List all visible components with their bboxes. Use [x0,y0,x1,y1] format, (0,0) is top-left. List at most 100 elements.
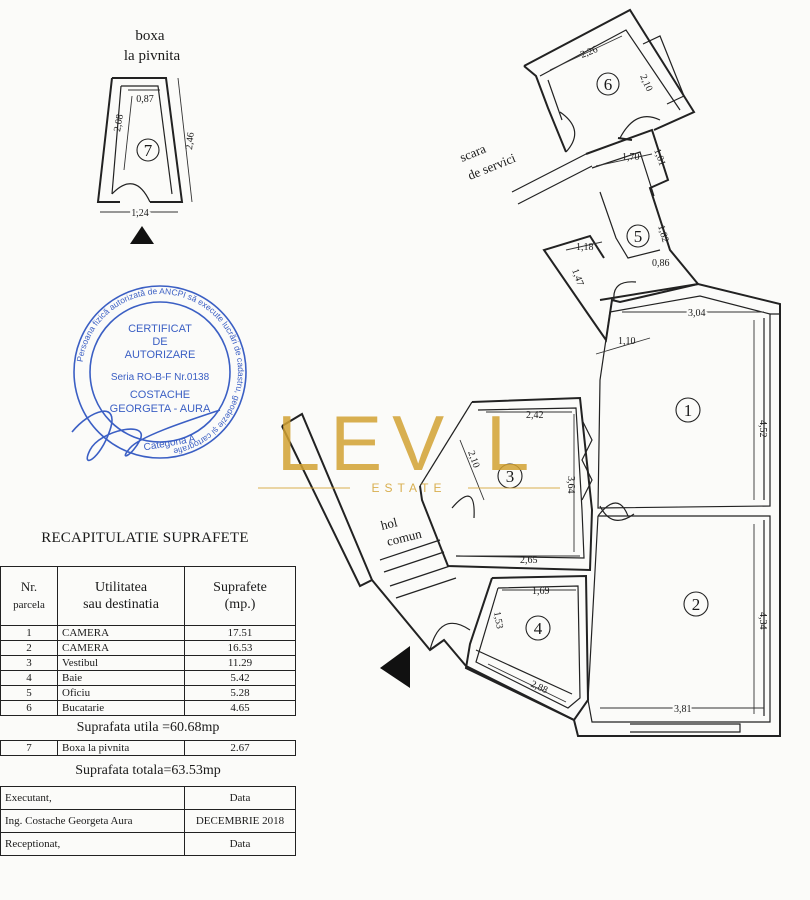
dimension-lines: 2,26 2,10 1,70 1,01 1,18 1,47 1,82 0,86 … [459,35,768,717]
room5-number: 5 [634,227,643,246]
room2-door-arc [597,502,629,517]
row-name: CAMERA [57,640,185,656]
vestibule-door-arc [451,495,475,519]
executant-date: DECEMBRIE 2018 [184,809,296,833]
dim-r1-width: 3,04 [688,308,706,319]
vestibule-inner-wall [455,407,585,559]
room1-circle [675,397,701,423]
room1-door-arc [599,505,635,521]
storage-room-circle [136,138,160,162]
header-nr: Nr.parcela [0,566,58,626]
stamp-outer-ring [73,285,247,459]
room5-circle [626,224,650,248]
authorization-stamp: Persoana fizică autorizată de ANCPI să e… [71,285,247,462]
room4-number: 4 [534,619,543,638]
room1-inner-wall [597,295,771,509]
watermark-logo: LEV L ESTATE [258,399,560,495]
service-stair-walls [511,153,593,205]
room6-number: 6 [604,75,613,94]
dim-r5-left-w: 1,18 [576,242,594,253]
office-inner-wall [591,151,661,259]
dim-r5-top-side: 1,01 [651,147,667,167]
dim-r4-top: 1,69 [532,586,550,597]
row-name: Boxa la pivnita [57,740,185,756]
receptionat-row: Receptionat,Data [0,832,296,856]
storage-entry-arrow-icon [130,226,154,244]
apartment-entry-arrow-icon [380,646,410,688]
row-area: 2.67 [184,740,296,756]
common-stair-steps [379,539,457,599]
storage-dim-height: 2,46 [184,132,197,151]
row-name: Bucatarie [57,700,185,716]
dim-r5-left-h: 1,47 [569,267,585,287]
dim-r4-side: 1,53 [491,611,505,630]
common-hall-label-line1: hol [379,514,399,533]
header-use-line1: Utilitatea [94,580,148,595]
dim-line-r5-left [565,241,603,251]
dim-r2-height: 4,34 [757,612,768,630]
dim-line-r3-diag [459,439,485,501]
vestibule-diagonal-wall [419,401,473,487]
common-hall-lower-wall [371,579,467,667]
executant-row: Executant,Data [0,786,296,810]
dim-r2-width: 3,81 [674,704,692,715]
stamp-name2: GEORGETA - AURA [110,403,211,415]
row-nr: 7 [0,740,58,756]
usable-total-row: Suprafata utila =60.68mp [0,715,296,741]
watermark-sub: ESTATE [372,481,447,495]
row-area: 17.51 [184,625,296,641]
dim-r3-bottom: 2,65 [520,555,538,566]
kitchen-inner-wall [539,29,681,121]
executant-label: Executant, [0,786,185,810]
kitchen-door2-arc [619,116,661,139]
room2-number: 2 [692,595,701,614]
header-area-line1: Suprafete [213,580,267,595]
kitchen-door-arc [559,111,576,153]
row-nr: 2 [0,640,58,656]
office-outer-wall [542,128,700,343]
storage-dim-top: 0,87 [136,94,154,105]
storage-inner-wall [111,85,173,195]
dim-line-r1-entry [595,337,651,355]
dim-line-r4-bottom [487,663,567,703]
dim-r5-bottom: 0,86 [652,258,670,269]
storage-dim-line-side [123,95,133,171]
stamp-line2: DE [152,336,167,348]
row-area: 5.28 [184,685,296,701]
dim-r1-height: 4,52 [757,420,768,438]
room2-inner-wall [587,515,771,723]
room4-circle [525,615,551,641]
storage-title-line2: la pivnita [124,48,181,64]
stamp-inner-ring [89,301,231,443]
row-nr: 1 [0,625,58,641]
rooms-right-outer-wall [465,282,781,737]
row-nr: 3 [0,655,58,671]
stamp-name1: COSTACHE [130,389,190,401]
room1-number: 1 [684,401,693,420]
storage-dim-line-height [177,77,193,203]
row-nr: 5 [0,685,58,701]
grand-total: Suprafata totala=63.53mp [0,755,296,787]
bathroom-outer-wall [464,574,590,722]
storage-door-arc [111,183,151,203]
header-area-line2: (mp.) [224,597,256,612]
row-name: CAMERA [57,625,185,641]
row-area: 5.42 [184,670,296,686]
recap-title: RECAPITULATIE SUPRAFETE [41,530,249,546]
row-nr: 6 [0,700,58,716]
row-name: Oficiu [57,685,185,701]
grand-total-row: Suprafata totala=63.53mp [0,755,296,787]
room6-circle [596,72,620,96]
dim-r5-right-h: 1,82 [655,224,670,244]
room2-bottom-window [630,723,741,733]
stamp-series: Seria RO-B-F Nr.0138 [111,372,210,383]
header-nr-line1: Nr. [20,579,38,594]
